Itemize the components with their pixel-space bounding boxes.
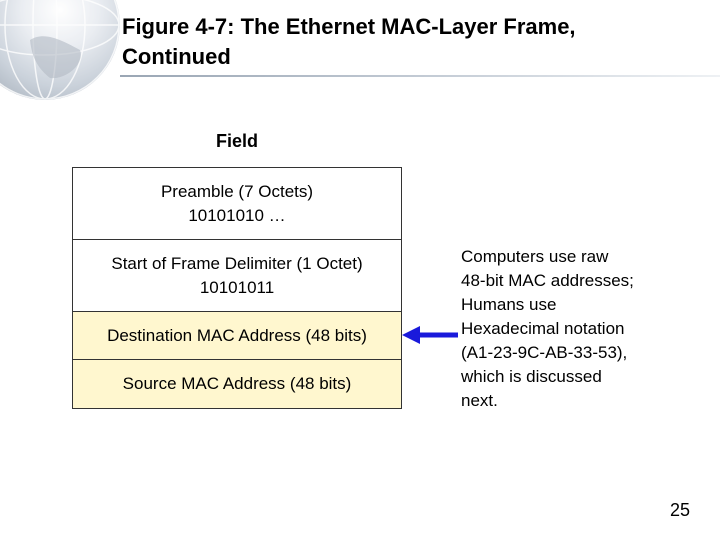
preamble-label: Preamble (7 Octets) (160, 181, 314, 201)
note-line: 48-bit MAC addresses; (461, 271, 634, 290)
frame-row-preamble: Preamble (7 Octets) 10101010 … (73, 168, 401, 240)
title-line-1: Figure 4-7: The Ethernet MAC-Layer Frame… (122, 14, 576, 39)
sfd-label: Start of Frame Delimiter (1 Octet) (111, 253, 363, 273)
note-line: which is discussed (461, 367, 602, 386)
frame-row-sfd: Start of Frame Delimiter (1 Octet) 10101… (73, 240, 401, 312)
title-divider (120, 75, 720, 77)
mac-frame-table: Preamble (7 Octets) 10101010 … Start of … (72, 167, 402, 409)
note-line: (A1-23-9C-AB-33-53), (461, 343, 628, 362)
page-number: 25 (669, 500, 690, 520)
frame-row-destination: Destination MAC Address (48 bits) (73, 312, 401, 360)
globe-icon (0, 0, 120, 100)
source-label: Source MAC Address (48 bits) (122, 374, 352, 393)
sfd-bits: 10101011 (199, 277, 275, 297)
note-line: Computers use raw (461, 247, 609, 266)
note-line: next. (461, 391, 498, 410)
frame-row-source: Source MAC Address (48 bits) (73, 360, 401, 408)
note-line: Humans use (461, 295, 557, 314)
note-line: Hexadecimal notation (461, 319, 625, 338)
slide-title: Figure 4-7: The Ethernet MAC-Layer Frame… (122, 12, 576, 72)
destination-label: Destination MAC Address (48 bits) (107, 325, 367, 345)
preamble-bits: 10101010 … (188, 205, 286, 225)
left-arrow-icon (402, 326, 458, 344)
callout-note: Computers use raw 48-bit MAC addresses; … (461, 245, 701, 413)
title-line-2: Continued (122, 44, 231, 69)
field-column-header: Field (215, 131, 258, 151)
